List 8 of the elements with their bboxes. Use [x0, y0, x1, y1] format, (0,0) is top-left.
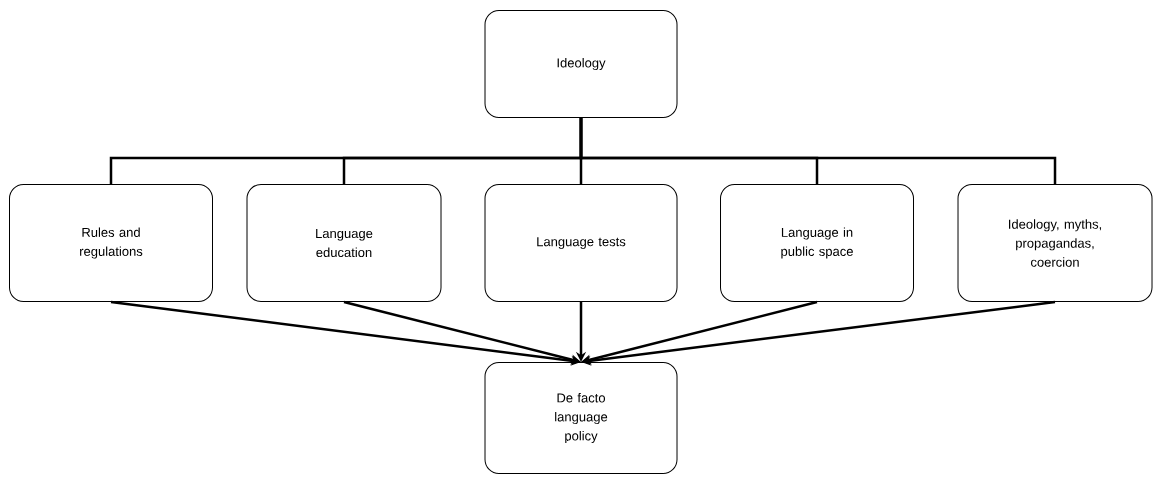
- connector-line: [579, 118, 1057, 184]
- process-box: Language in public space: [720, 184, 914, 302]
- process-box: Language education: [246, 184, 442, 302]
- process-box: Ideology, myths, propagandas, coercion: [957, 184, 1153, 302]
- process-box: De facto language policy: [484, 362, 678, 474]
- process-box: Rules and regulations: [9, 184, 213, 302]
- process-box: Language tests: [484, 184, 678, 302]
- process-box: Ideology: [484, 10, 678, 118]
